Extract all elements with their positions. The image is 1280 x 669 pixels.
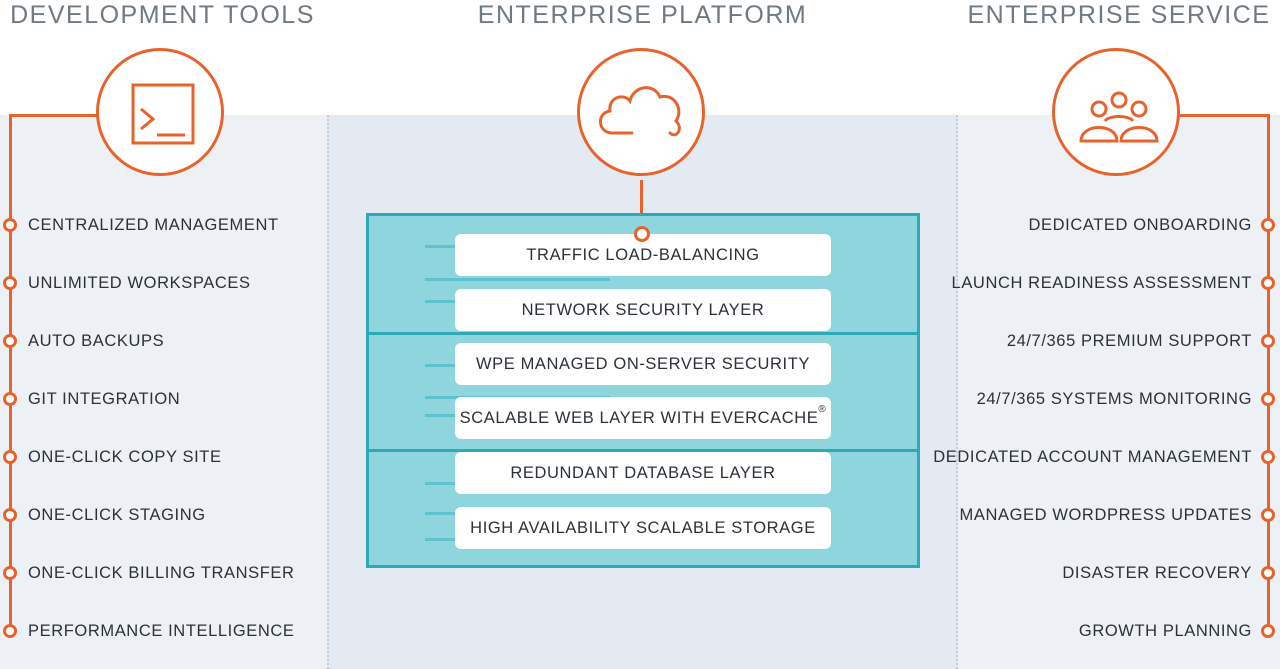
server-stub [425, 364, 455, 367]
list-node [3, 450, 17, 464]
list-node [1261, 276, 1275, 290]
layer-scalable-web-label: SCALABLE WEB LAYER WITH EVERCACHE [459, 409, 819, 427]
terminal-icon [96, 48, 224, 176]
server-stub [425, 245, 455, 248]
list-node [3, 276, 17, 290]
layer-scalable-storage: HIGH AVAILABILITY SCALABLE STORAGE [455, 507, 831, 549]
service-vertical-line [1267, 114, 1270, 632]
feature-item: AUTO BACKUPS [28, 332, 165, 350]
list-node [1261, 508, 1275, 522]
layer-traffic-load-balancing: TRAFFIC LOAD-BALANCING [455, 234, 831, 276]
server-stub [425, 538, 455, 541]
registered-mark: ® [818, 404, 827, 415]
feature-item: UNLIMITED WORKSPACES [28, 274, 251, 292]
dev-tools-vertical-line [9, 114, 12, 632]
list-node [1261, 334, 1275, 348]
service-item: DISASTER RECOVERY [1062, 564, 1252, 582]
layer-redundant-database: REDUNDANT DATABASE LAYER [455, 452, 831, 494]
dev-tools-panel [0, 115, 327, 669]
cloud-icon [577, 48, 705, 176]
service-item: MANAGED WORDPRESS UPDATES [959, 506, 1252, 524]
service-item: DEDICATED ONBOARDING [1028, 216, 1252, 234]
feature-item: ONE-CLICK BILLING TRANSFER [28, 564, 295, 582]
server-stub [425, 414, 455, 417]
dev-tools-horizontal-line [9, 114, 99, 117]
tier-divider [369, 449, 917, 452]
server-stub [425, 278, 610, 281]
platform-connector-node [634, 226, 650, 242]
service-item: DEDICATED ACCOUNT MANAGEMENT [933, 448, 1252, 466]
tier-divider [369, 332, 917, 335]
feature-item: GIT INTEGRATION [28, 390, 181, 408]
service-item: LAUNCH READINESS ASSESSMENT [951, 274, 1252, 292]
layer-network-security: NETWORK SECURITY LAYER [455, 289, 831, 331]
list-node [1261, 218, 1275, 232]
service-item: 24/7/365 SYSTEMS MONITORING [976, 390, 1252, 408]
layer-wpe-managed-security: WPE MANAGED ON-SERVER SECURITY [455, 343, 831, 385]
feature-item: PERFORMANCE INTELLIGENCE [28, 622, 295, 640]
list-node [1261, 392, 1275, 406]
people-icon [1052, 48, 1180, 176]
feature-item: CENTRALIZED MANAGEMENT [28, 216, 279, 234]
dev-tools-title: DEVELOPMENT TOOLS [10, 1, 315, 29]
enterprise-platform-title: ENTERPRISE PLATFORM [477, 1, 808, 29]
list-node [1261, 450, 1275, 464]
service-item: GROWTH PLANNING [1078, 622, 1252, 640]
layer-scalable-web: SCALABLE WEB LAYER WITH EVERCACHE® [455, 397, 831, 439]
feature-item: ONE-CLICK COPY SITE [28, 448, 222, 466]
list-node [3, 218, 17, 232]
server-stub [425, 482, 455, 485]
platform-connector-line [640, 180, 643, 226]
list-node [3, 334, 17, 348]
list-node [1261, 566, 1275, 580]
list-node [3, 508, 17, 522]
server-stub [425, 300, 455, 303]
list-node [3, 566, 17, 580]
service-item: 24/7/365 PREMIUM SUPPORT [1006, 332, 1252, 350]
server-stub [425, 512, 455, 515]
enterprise-service-title: ENTERPRISE SERVICE [967, 1, 1271, 29]
feature-item: ONE-CLICK STAGING [28, 506, 206, 524]
service-horizontal-line [1180, 114, 1270, 117]
list-node [3, 624, 17, 638]
enterprise-service-panel [958, 115, 1280, 669]
list-node [3, 392, 17, 406]
list-node [1261, 624, 1275, 638]
